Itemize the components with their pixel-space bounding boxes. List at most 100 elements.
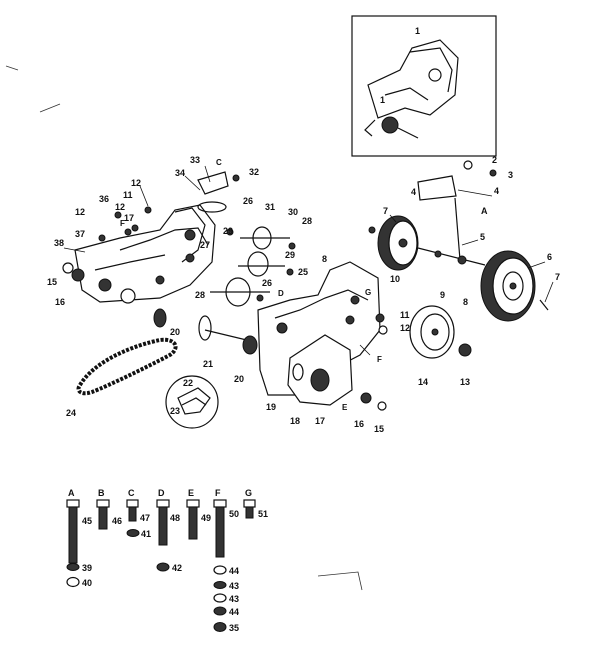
hw-num-42: 42 <box>172 563 182 573</box>
hw-num-40: 40 <box>82 578 92 588</box>
callout-29-right: 29 <box>285 250 295 260</box>
callout-22: 22 <box>183 378 193 388</box>
callout-33: 33 <box>190 155 200 165</box>
hw-letter-D: D <box>158 488 165 498</box>
detail-circle-22-23 <box>165 375 219 429</box>
callout-38: 38 <box>54 238 64 248</box>
wheel-right-6 <box>480 250 549 322</box>
hw-num-51: 51 <box>258 509 268 519</box>
callout-27: 27 <box>200 240 210 250</box>
inset-box: 1 1 <box>351 15 497 157</box>
callout-37: 37 <box>75 229 85 239</box>
hw-num-43a: 43 <box>229 581 239 591</box>
callout-F-right: F <box>377 355 382 364</box>
callout-17-left: 17 <box>124 213 134 223</box>
cover-plate-17 <box>287 334 353 406</box>
hardware-legend: A B C D E F G 45 46 47 48 49 50 51 41 39… <box>66 488 268 633</box>
scan-marks <box>5 65 363 591</box>
callout-28-top: 28 <box>302 216 312 226</box>
left-bolts <box>62 206 152 282</box>
hw-num-49: 49 <box>201 513 211 523</box>
hw-num-43b: 43 <box>229 594 239 604</box>
hw-letter-A: A <box>68 488 75 498</box>
hw-num-44b: 44 <box>229 607 239 617</box>
callout-25: 25 <box>298 267 308 277</box>
callout-20-right: 20 <box>234 374 244 384</box>
callout-26-mid: 26 <box>262 278 272 288</box>
hw-letter-E: E <box>188 488 194 498</box>
hw-num-48: 48 <box>170 513 180 523</box>
callout-34: 34 <box>175 168 185 178</box>
callout-4-left: 4 <box>411 187 416 197</box>
inset-assembly-drawing <box>364 39 459 139</box>
callout-10: 10 <box>390 274 400 284</box>
hw-num-39: 39 <box>82 563 92 573</box>
callout-19: 19 <box>266 402 276 412</box>
callout-8-right: 8 <box>463 297 468 307</box>
callout-inset-1b: 1 <box>380 95 385 105</box>
hw-letter-F: F <box>215 488 221 498</box>
callout-32: 32 <box>249 167 259 177</box>
hw-num-35: 35 <box>229 623 239 633</box>
callout-31: 31 <box>265 202 275 212</box>
callout-13: 13 <box>460 377 470 387</box>
callout-24: 24 <box>66 408 76 418</box>
hw-num-41: 41 <box>141 529 151 539</box>
hardware-bolts <box>66 499 256 564</box>
callout-A-wheel: A <box>481 206 488 216</box>
drive-belt-24 <box>76 337 178 396</box>
leader-lines <box>63 165 554 356</box>
hardware-number-labels: 45 46 47 48 49 50 51 41 39 40 42 44 43 4… <box>82 509 268 633</box>
callout-18: 18 <box>290 416 300 426</box>
callout-29-left: 29 <box>223 226 233 236</box>
callout-36: 36 <box>99 194 109 204</box>
callout-30: 30 <box>288 207 298 217</box>
callout-3: 3 <box>508 170 513 180</box>
callout-16-right: 16 <box>354 419 364 429</box>
hw-num-44a: 44 <box>229 566 239 576</box>
callout-15-left: 15 <box>47 277 57 287</box>
callout-C: C <box>216 158 222 167</box>
hw-num-50: 50 <box>229 509 239 519</box>
callout-16-left: 16 <box>55 297 65 307</box>
callout-inset-1a: 1 <box>415 26 420 36</box>
callout-8-top: 8 <box>322 254 327 264</box>
hw-letter-G: G <box>245 488 252 498</box>
callout-14: 14 <box>418 377 428 387</box>
callout-2: 2 <box>492 155 497 165</box>
callout-7-left: 7 <box>383 206 388 216</box>
callout-21: 21 <box>203 359 213 369</box>
callout-15-right: 15 <box>374 424 384 434</box>
callout-12a: 12 <box>131 178 141 188</box>
hw-num-46: 46 <box>112 516 122 526</box>
center-shaft-gears <box>210 226 296 307</box>
callout-4-right: 4 <box>494 186 499 196</box>
small-parts-16-15 <box>360 313 388 411</box>
hw-letter-B: B <box>98 488 105 498</box>
callout-12-right: 12 <box>400 323 410 333</box>
pulley-14 <box>409 305 455 359</box>
callout-7-right: 7 <box>555 272 560 282</box>
main-shaft-21 <box>153 308 258 355</box>
callout-20-left: 20 <box>170 327 180 337</box>
callout-D: D <box>278 289 284 298</box>
callout-28-mid: 28 <box>195 290 205 300</box>
hw-num-45: 45 <box>82 516 92 526</box>
hw-letter-C: C <box>128 488 135 498</box>
callout-11: 11 <box>123 190 133 200</box>
callout-12c: 12 <box>75 207 85 217</box>
callout-F-left: F <box>120 219 125 228</box>
callout-6: 6 <box>547 252 552 262</box>
callout-11-right: 11 <box>400 310 410 320</box>
callout-5: 5 <box>480 232 485 242</box>
callout-G: G <box>365 288 371 297</box>
left-gear-housing <box>74 204 216 304</box>
top-bracket-2-3-4 <box>417 160 497 261</box>
callout-labels: 33 32 34 12 11 12 12 17 36 37 38 15 16 2… <box>47 155 560 434</box>
hw-num-47: 47 <box>140 513 150 523</box>
callout-12b: 12 <box>115 202 125 212</box>
callout-9: 9 <box>440 290 445 300</box>
nut-13 <box>458 343 472 357</box>
hardware-letter-labels: A B C D E F G <box>68 488 252 498</box>
